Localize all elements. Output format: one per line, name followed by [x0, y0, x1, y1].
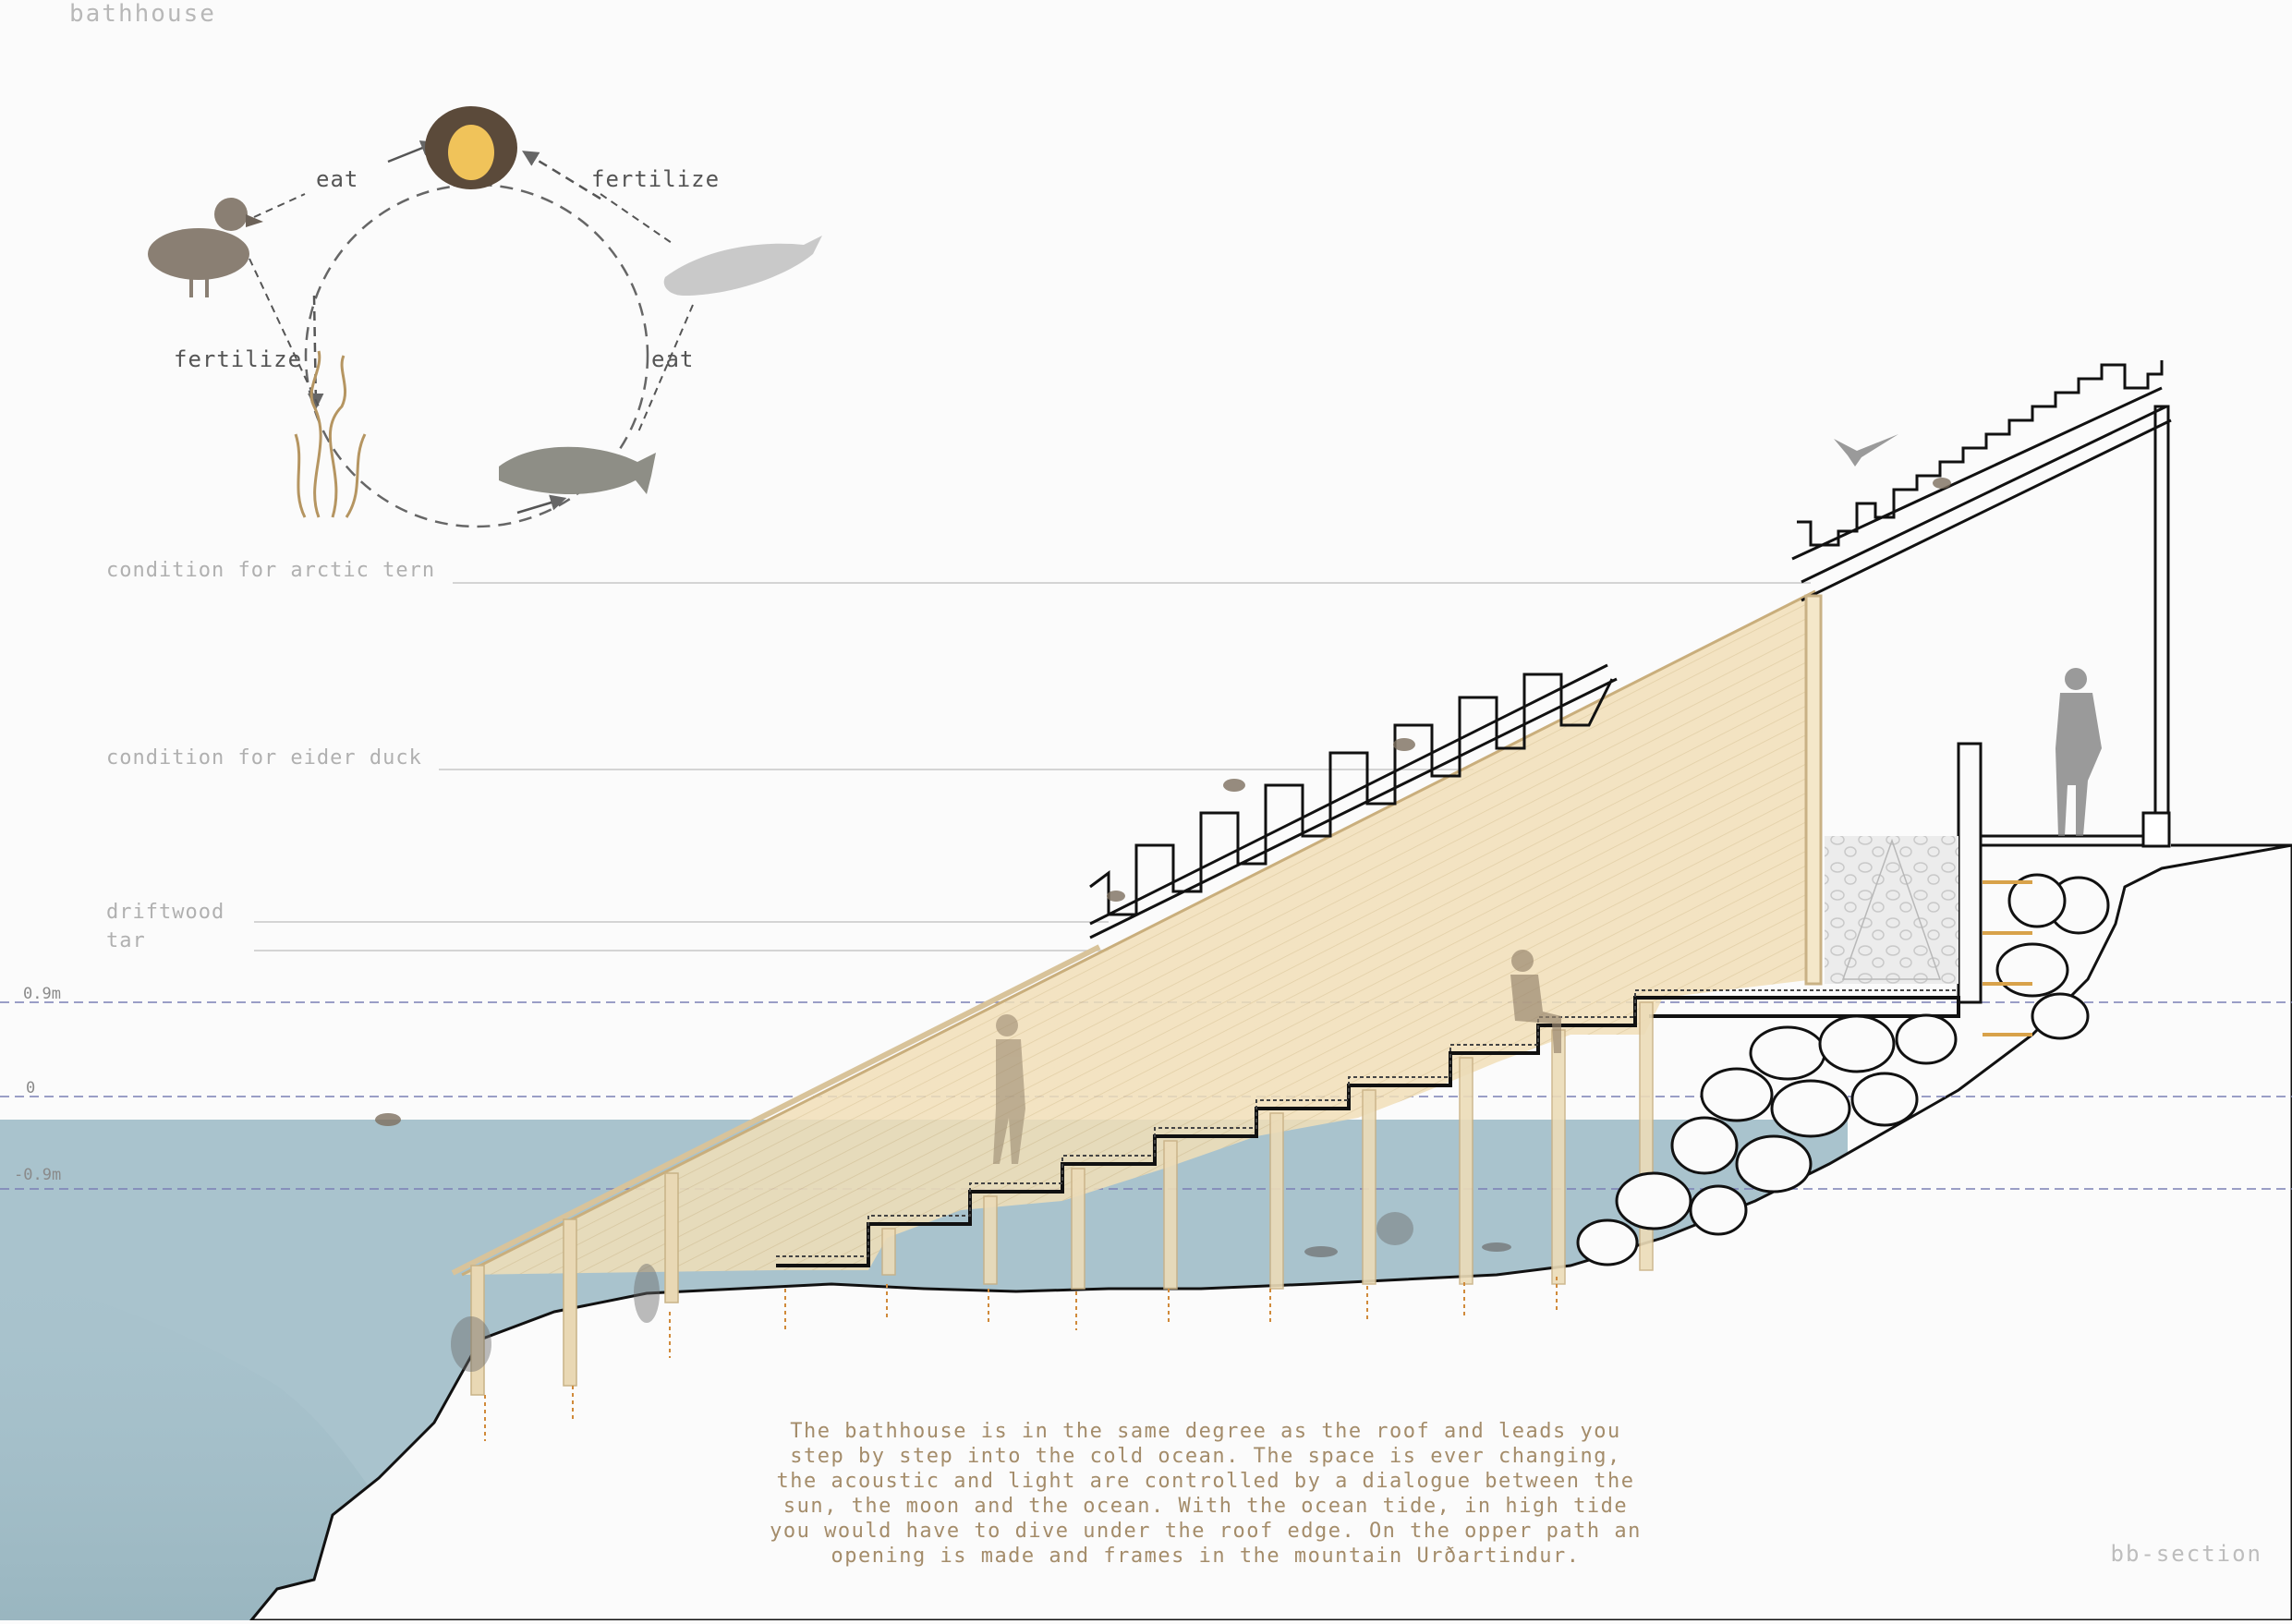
cycle-label-fertilize-seaweed: fertilize: [174, 346, 303, 372]
cycle-label-fertilize-mussel: fertilize: [591, 166, 721, 192]
cod-icon: [499, 446, 656, 494]
small-duck-icons: [375, 478, 1951, 1126]
sea-floor: [248, 843, 2292, 1622]
handrail: [1983, 880, 2032, 1036]
person-wading: [993, 1014, 1025, 1164]
section-tag: bb-section: [2110, 1541, 2262, 1567]
sea-fish-icons: [1304, 1242, 1511, 1257]
condition-tar: tar: [106, 929, 146, 952]
condition-arctic-tern: condition for arctic tern: [106, 559, 436, 582]
shower-wall: [1825, 836, 1959, 984]
page-title: bathhouse: [69, 0, 216, 28]
roof-rail: [451, 944, 1101, 1276]
condition-eider-duck: condition for eider duck: [106, 746, 422, 770]
description-text: The bathhouse is in the same degree as t…: [770, 1420, 1642, 1568]
person-standing: [2056, 668, 2102, 836]
seaweed-icon: [294, 350, 367, 518]
shower-triangle: [1841, 838, 1942, 980]
level-low: -0.9m: [14, 1166, 62, 1184]
mussel-icon: [425, 106, 517, 189]
pile-anchors: [484, 1277, 1558, 1441]
eider-duck-icon: [148, 198, 263, 297]
cycle-label-eat-cod: eat: [651, 346, 695, 372]
cycle-label-eat-mussel: eat: [316, 166, 359, 192]
condition-driftwood: driftwood: [106, 901, 225, 924]
sea-plants: [451, 1212, 1413, 1372]
person-sitting: [1510, 950, 1561, 1053]
boulders: [1576, 873, 2110, 1266]
building-frame: [1804, 405, 2292, 1004]
upper-roof: [1791, 360, 2172, 602]
seal-icon: [663, 236, 822, 296]
roof-posts: [470, 1172, 679, 1396]
level-high: 0.9m: [23, 985, 61, 1003]
lower-planters: [1089, 663, 1618, 939]
condition-leader-lines: [254, 582, 1811, 951]
level-zero: 0: [26, 1079, 36, 1097]
tern-icon: [1834, 434, 1898, 467]
food-cycle: [249, 140, 694, 528]
